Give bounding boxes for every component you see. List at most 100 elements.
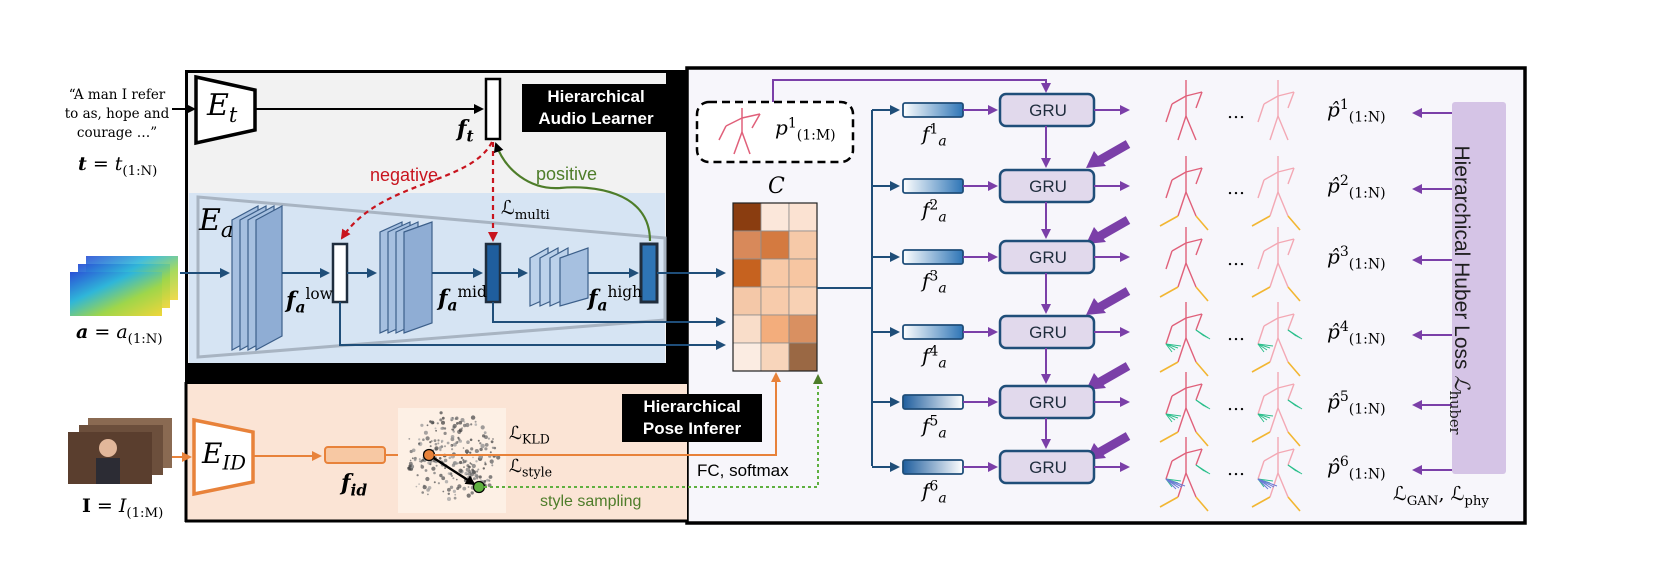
reference-pose-connector — [772, 79, 1051, 102]
matrix-cell — [788, 258, 818, 288]
audio-variable: a = a(1:N) — [76, 321, 163, 347]
ellipsis: … — [1227, 394, 1245, 415]
feature-label-level-2: f2a — [922, 197, 947, 226]
pose-skeleton — [1159, 156, 1209, 231]
f-mid-label: famid — [438, 283, 487, 315]
predicted-pose-level-4: p̂4(1:N) — [1327, 319, 1386, 348]
feature-high — [639, 242, 659, 304]
negative-curve — [340, 141, 493, 240]
gru-label: GRU — [1029, 177, 1067, 196]
encoder-block-2 — [379, 221, 433, 334]
feature-low — [331, 242, 349, 304]
audio-feature-level-2 — [902, 178, 964, 194]
pose-skeleton — [1251, 156, 1301, 231]
gru-label: GRU — [1029, 393, 1067, 412]
matrix-cell — [732, 342, 762, 372]
identity-encoder — [192, 417, 255, 497]
gru-label: GRU — [1029, 323, 1067, 342]
matrix-cell — [760, 202, 790, 232]
image-variable: I = I(1:M) — [82, 495, 164, 521]
fc-softmax-label: FC, softmax — [697, 461, 789, 480]
negative-label: negative — [370, 165, 439, 185]
predicted-pose-level-2: p̂2(1:N) — [1327, 173, 1386, 202]
matrix-cell — [788, 342, 818, 372]
feature-label-level-6: f6a — [922, 478, 947, 507]
feature-label-level-5: f5a — [922, 413, 947, 442]
matrix-cell — [760, 230, 790, 260]
decoder-rows — [872, 80, 1452, 512]
ellipsis: … — [1227, 324, 1245, 345]
ft-label: ft — [457, 116, 474, 146]
identity-embedding-point — [422, 448, 436, 462]
pose-skeleton — [1251, 437, 1303, 512]
text-variable: t = t(1:N) — [78, 153, 158, 179]
encoder-block-3 — [529, 246, 589, 307]
f-low-label: falow — [286, 285, 333, 317]
positive-curve — [493, 142, 652, 242]
matrix-cell — [732, 202, 762, 232]
matrix-cell — [760, 258, 790, 288]
identity-feature — [324, 446, 386, 464]
pose-skeleton — [1257, 80, 1295, 141]
audio-learner-title: Hierarchical Audio Learner — [522, 84, 670, 132]
reference-pose-skeleton — [718, 108, 761, 155]
matrix-cell — [760, 314, 790, 344]
predicted-pose-level-1: p̂1(1:N) — [1327, 97, 1386, 126]
loss-style-label: ℒstyle — [509, 456, 553, 480]
style-sampling-label: style sampling — [540, 493, 642, 510]
pose-skeleton — [1251, 372, 1303, 447]
ellipsis: … — [1227, 178, 1245, 199]
kld-connector — [434, 372, 781, 456]
f-high-label: fahigh — [588, 283, 643, 315]
pose-skeleton — [1159, 302, 1211, 377]
matrix-cell — [788, 286, 818, 316]
huber-loss-label: Hierarchical Huber Loss ℒhuber — [1445, 145, 1474, 435]
loss-kld-label: ℒKLD — [509, 423, 550, 447]
feature-label-level-4: f4a — [922, 343, 947, 372]
reference-pose-label: p1(1:M) — [775, 115, 836, 144]
matrix-cell — [760, 342, 790, 372]
identity-encoder-label: EID — [202, 437, 246, 475]
sampled-style-point — [472, 480, 486, 494]
predicted-pose-level-5: p̂5(1:N) — [1327, 389, 1386, 418]
video-frame-stack — [68, 418, 172, 484]
feature-label-level-1: f1a — [922, 121, 947, 150]
audio-feature-level-1 — [902, 102, 964, 118]
matrix-cell — [732, 286, 762, 316]
huber-loss-bar — [1452, 102, 1506, 474]
gru-label: GRU — [1029, 248, 1067, 267]
matrix-cell — [760, 286, 790, 316]
style-latent-points — [407, 411, 501, 501]
pose-skeleton — [1251, 227, 1301, 302]
audio-spectrogram-stack — [70, 256, 178, 316]
ellipsis: … — [1227, 459, 1245, 480]
feedback-arrow — [1097, 287, 1131, 311]
matrix-c-label: C — [768, 174, 785, 199]
audio-encoder-label: Ea — [199, 203, 234, 242]
loss-multi-label: ℒmulti — [501, 197, 550, 223]
positive-label: positive — [536, 164, 598, 184]
predicted-pose-level-6: p̂6(1:N) — [1327, 454, 1386, 483]
pose-skeleton — [1159, 372, 1211, 447]
matrix-cell — [732, 230, 762, 260]
matrix-cell — [788, 230, 818, 260]
audio-feature-level-6 — [902, 459, 964, 475]
pose-skeleton — [1251, 302, 1303, 377]
ellipsis: … — [1227, 102, 1245, 123]
matrix-cell — [732, 258, 762, 288]
gan-phy-label: ℒGAN, ℒphy — [1393, 483, 1489, 509]
pose-skeleton — [1159, 437, 1211, 512]
f-id-label: fid — [341, 470, 368, 500]
feedback-arrow — [1097, 216, 1131, 240]
matrix-c — [732, 202, 818, 372]
audio-feature-level-3 — [902, 249, 964, 265]
text-encoder — [194, 74, 257, 146]
gru-label: GRU — [1029, 458, 1067, 477]
predicted-pose-level-3: p̂3(1:N) — [1327, 244, 1386, 273]
feature-label-level-3: f3a — [922, 268, 947, 297]
pose-inferer-top-border — [185, 380, 687, 384]
pose-skeleton — [1159, 227, 1209, 302]
audio-encoder-trapezoid — [196, 195, 667, 359]
feature-mid — [484, 242, 502, 304]
